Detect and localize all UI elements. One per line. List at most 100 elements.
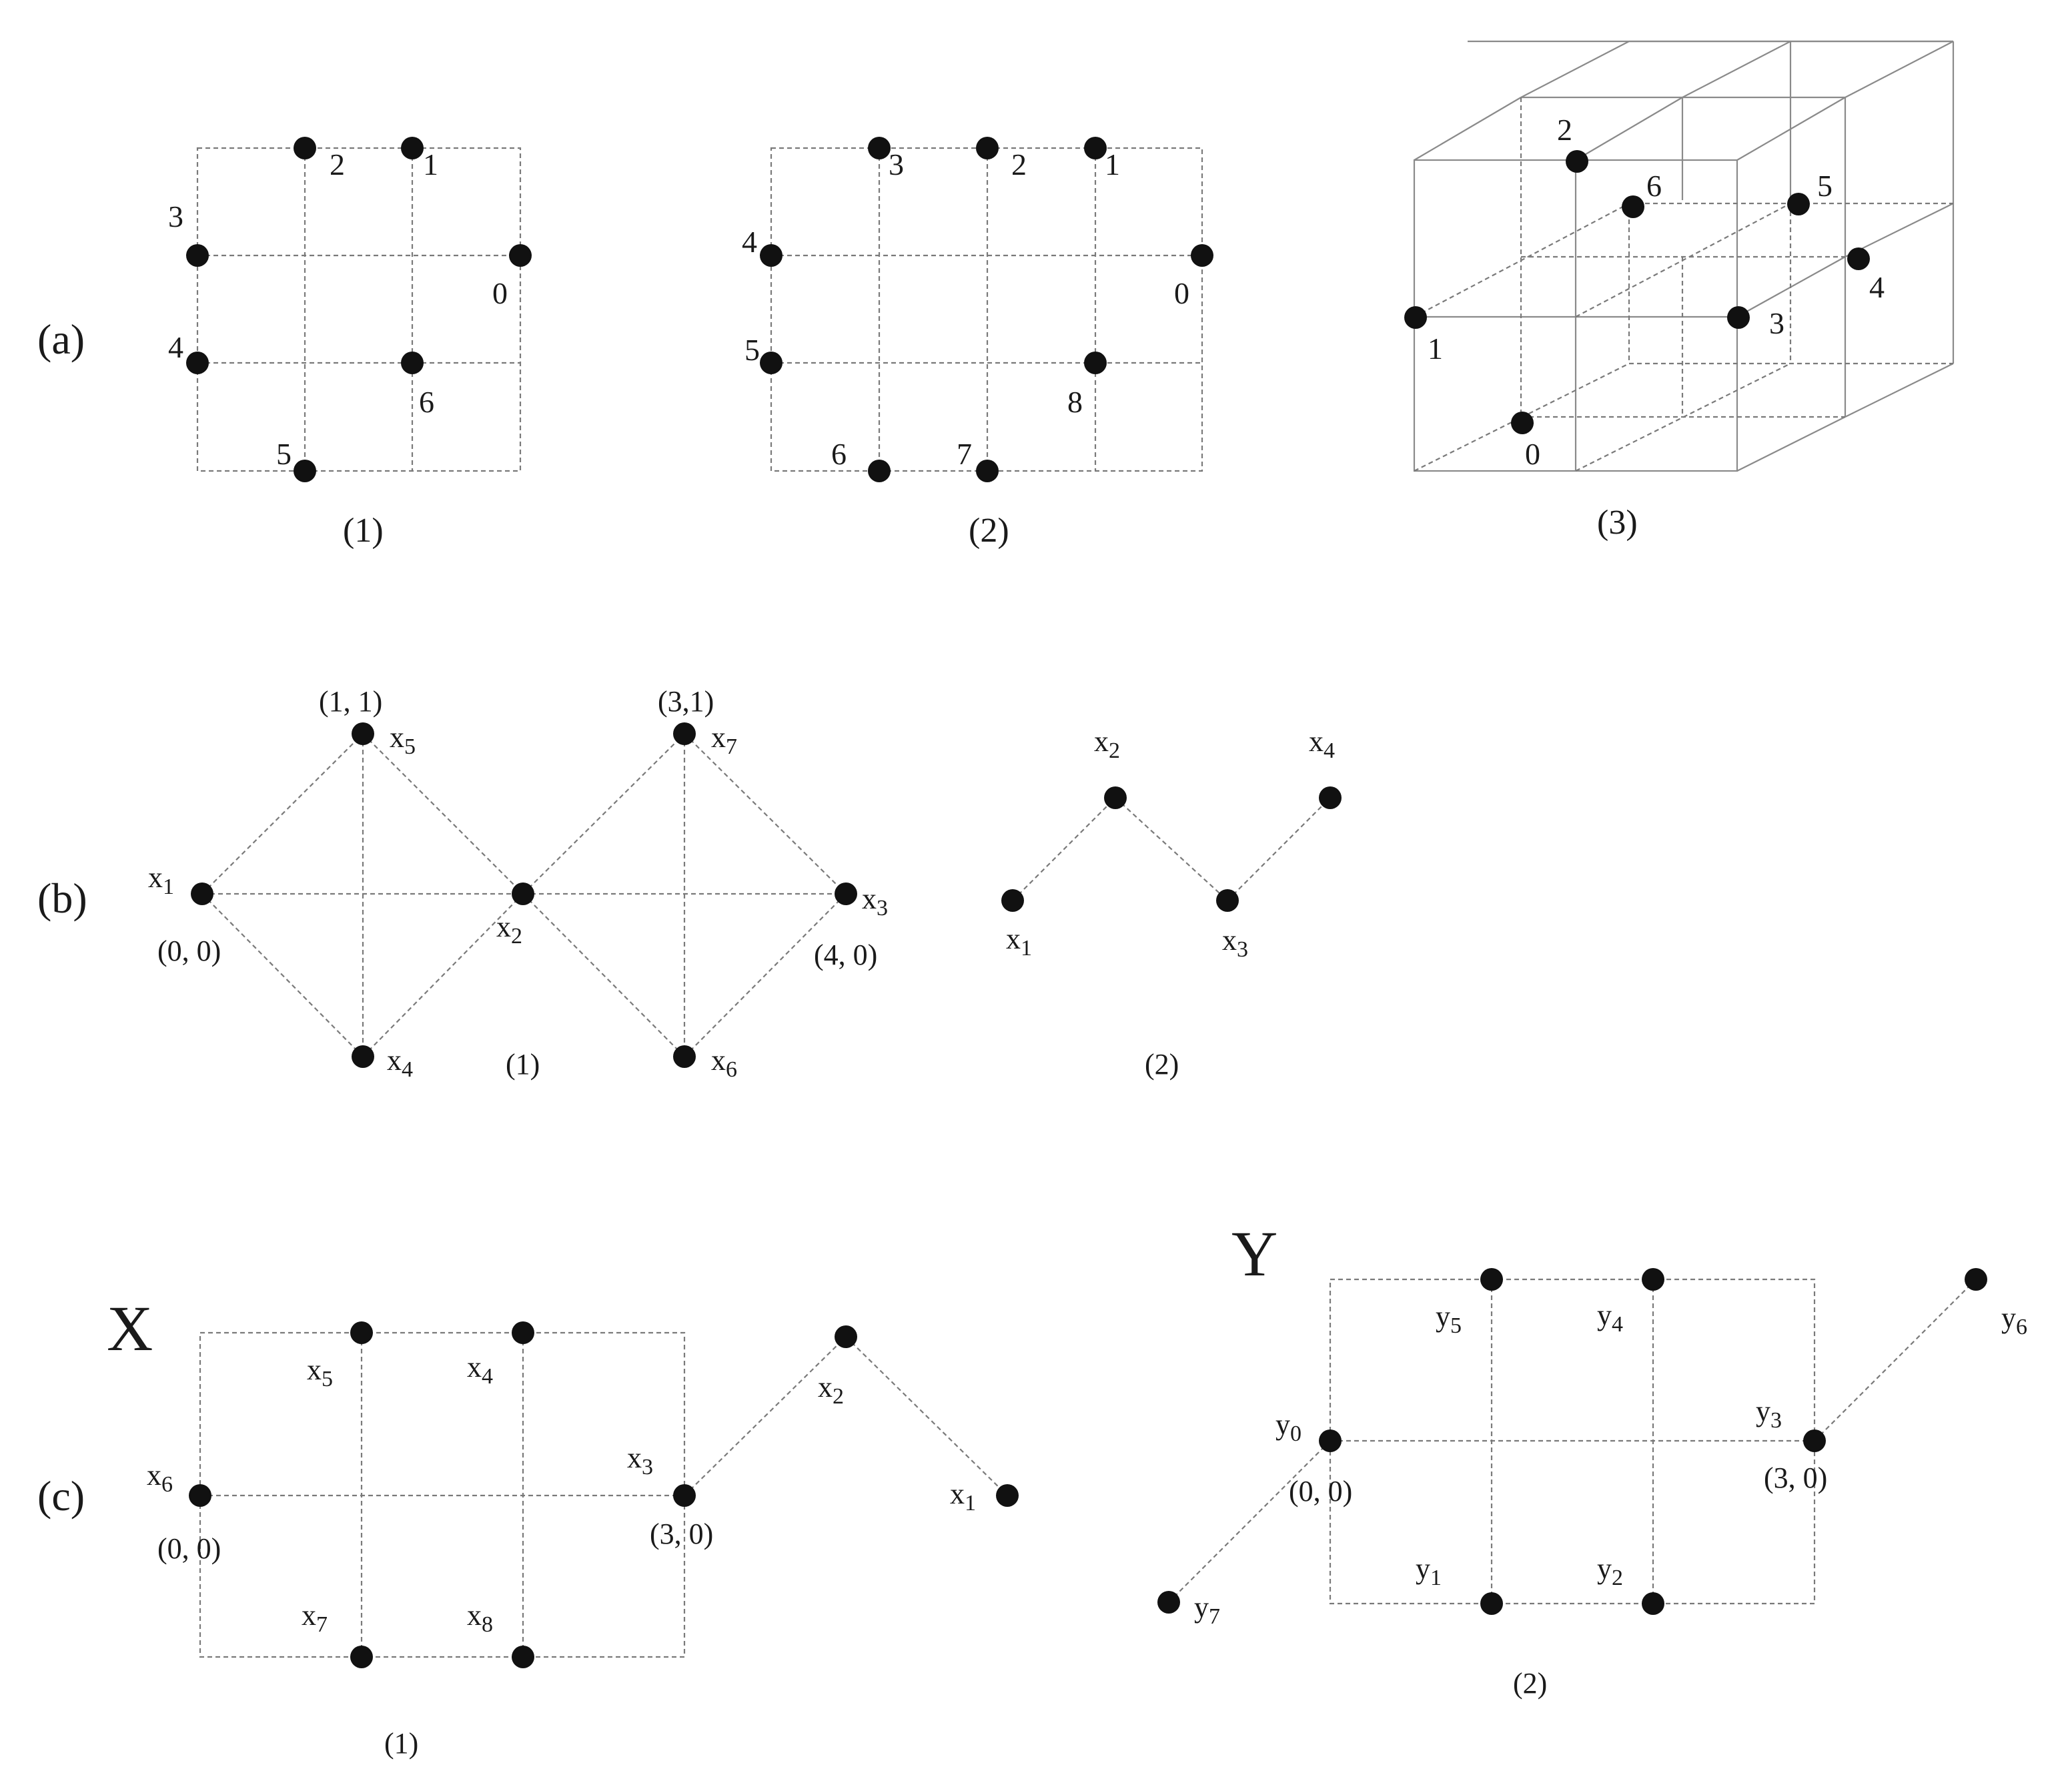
node-a3-0: [1511, 412, 1534, 434]
node-b2-x3: [1216, 889, 1239, 912]
label-a2-5: 5: [744, 333, 760, 367]
caption-a3: (3): [1597, 504, 1638, 542]
node-c2-y6: [1965, 1268, 1987, 1291]
node-b1-x3: [835, 882, 857, 905]
cube-depth-tl2: [1520, 41, 1630, 98]
node-a1-4: [186, 352, 209, 374]
node-b1-x1: [191, 882, 213, 905]
node-c1-x1: [996, 1484, 1019, 1507]
coord-c1-x6: (0, 0): [157, 1532, 221, 1565]
label-a2-0: 0: [1174, 276, 1189, 310]
edge-c1-x3-x2: [684, 1336, 847, 1496]
edge-c1-x2-x1: [845, 1336, 1008, 1496]
label-a3-6: 6: [1646, 169, 1662, 203]
label-c2-y5: y5: [1436, 1300, 1462, 1338]
cube-depth-tm2: [1682, 41, 1791, 98]
edge-b2-x1-x2: [1012, 797, 1116, 901]
node-a3-6: [1622, 195, 1644, 218]
coord-b1-x1: (0, 0): [157, 935, 221, 967]
label-a3-4: 4: [1869, 270, 1885, 304]
node-a2-6: [868, 460, 891, 482]
label-a1-5: 5: [276, 437, 292, 471]
edge-b1-x2-x7: [522, 733, 685, 895]
label-b1-x2: x2: [496, 911, 522, 949]
node-a1-2: [294, 137, 316, 159]
edge-c2-y3-y6: [1814, 1279, 1977, 1441]
label-c1-x4: x4: [467, 1351, 493, 1389]
label-c1-x6: x6: [147, 1459, 173, 1497]
coord-b1-x7: (3,1): [658, 685, 714, 718]
cube-depth-rm2: [1845, 203, 1954, 257]
edge-b1-x4-x2: [362, 893, 524, 1057]
panel-b2: x1 x2 x3 x4: [1001, 725, 1342, 962]
label-c1-x5: x5: [307, 1353, 333, 1391]
edge-b1-x7-x3: [684, 733, 847, 895]
node-a2-7: [976, 460, 999, 482]
panel-c1: X x1 x2 x3 x4 x5 x6 x7 x8 (0, 0) (3, 0): [107, 1293, 1019, 1668]
label-c1-x1: x1: [950, 1478, 976, 1516]
label-a1-3: 3: [168, 199, 183, 233]
caption-b1: (1): [506, 1048, 540, 1081]
caption-a1: (1): [343, 512, 384, 550]
node-a3-1: [1404, 306, 1427, 329]
label-a1-4: 4: [168, 330, 183, 364]
cube-depth-tm: [1575, 97, 1683, 161]
coord-c2-y3: (3, 0): [1764, 1461, 1827, 1494]
label-a2-6: 6: [831, 437, 847, 471]
label-c2-y1: y1: [1416, 1552, 1442, 1590]
coord-b1-x5: (1, 1): [319, 685, 382, 718]
node-a2-2: [976, 137, 999, 159]
cube-depth-rb: [1736, 416, 1846, 472]
label-a1-6: 6: [419, 385, 434, 419]
edge-b2-x3-x4: [1227, 797, 1331, 901]
label-b1-x1: x1: [148, 861, 174, 899]
caption-a2: (2): [969, 512, 1009, 550]
node-a2-1: [1084, 137, 1107, 159]
label-a3-1: 1: [1428, 332, 1443, 366]
node-c2-y1: [1480, 1592, 1503, 1615]
node-a1-0: [509, 244, 532, 267]
cube-depth-rb2: [1845, 363, 1954, 418]
label-c1-x3: x3: [627, 1441, 653, 1480]
panel-a2: 0 1 2 3 4 5 6 7 8: [742, 137, 1213, 482]
label-a3-0: 0: [1525, 437, 1540, 471]
cube-depth-tr2: [1845, 41, 1954, 98]
node-b1-x6: [673, 1045, 696, 1068]
label-a2-4: 4: [742, 225, 757, 259]
edge-b1-x6-x3: [684, 893, 847, 1057]
label-c1-x2: x2: [818, 1371, 844, 1409]
node-c2-y0: [1319, 1429, 1342, 1452]
node-c2-y5: [1480, 1268, 1503, 1291]
label-a1-0: 0: [492, 276, 508, 310]
panel-c2: Y y0 y1 y2 y3 y4 y5 y6 y7 (0, 0) (3, 0): [1157, 1218, 2027, 1629]
label-b1-x5: x5: [390, 721, 416, 759]
label-c2-y3: y3: [1756, 1395, 1782, 1433]
label-a2-2: 2: [1011, 147, 1027, 181]
caption-c1: (1): [384, 1727, 418, 1760]
node-a1-5: [294, 460, 316, 482]
node-b2-x1: [1001, 889, 1024, 912]
coord-b1-x3: (4, 0): [814, 939, 877, 971]
label-b2-x1: x1: [1006, 923, 1032, 961]
label-a1-2: 2: [330, 147, 345, 181]
edge-b2-x2-x3: [1115, 797, 1228, 901]
node-b2-x2: [1104, 786, 1127, 809]
node-a3-4: [1847, 247, 1870, 270]
node-c2-y2: [1642, 1592, 1664, 1615]
node-a2-3: [868, 137, 891, 159]
node-a3-5: [1787, 193, 1810, 215]
label-a2-1: 1: [1105, 147, 1120, 181]
row-label-b: (b): [37, 874, 87, 922]
node-b1-x5: [352, 722, 374, 745]
grid-c2-frame: [1329, 1278, 1816, 1605]
node-c1-x8: [512, 1646, 534, 1668]
label-b1-x6: x6: [711, 1044, 737, 1082]
node-a2-0: [1191, 244, 1213, 267]
caption-b2: (2): [1145, 1048, 1179, 1081]
label-a3-5: 5: [1817, 169, 1833, 203]
label-a2-8: 8: [1067, 385, 1083, 419]
label-c2-y0: y0: [1275, 1408, 1302, 1446]
title-c2: Y: [1231, 1218, 1277, 1289]
node-c2-y7: [1157, 1591, 1180, 1614]
